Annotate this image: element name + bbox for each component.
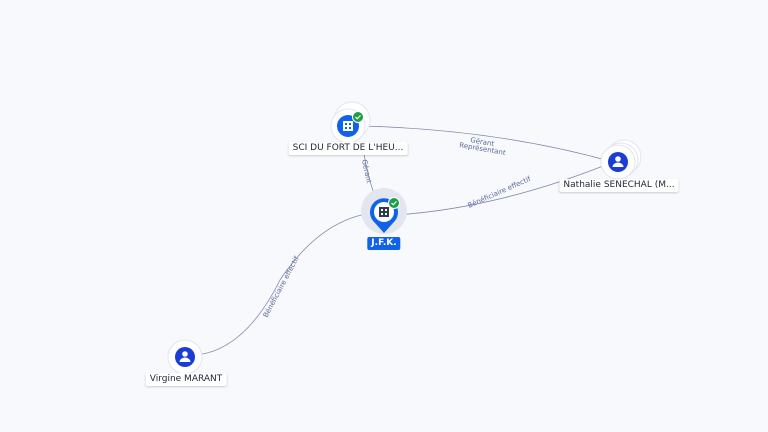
node-virgine[interactable] xyxy=(167,339,203,375)
node-nathalie[interactable] xyxy=(600,139,642,180)
verified-check-icon xyxy=(388,197,400,209)
edge-label-beneficiaire-left: Bénéficiaire effectif xyxy=(262,255,301,319)
edge-label-beneficiaire-right: Bénéficiaire effectif xyxy=(467,175,533,210)
node-sci[interactable] xyxy=(330,101,371,144)
edge-jfk-nathalie xyxy=(395,161,614,216)
node-label-virgine[interactable]: Virgine MARANT xyxy=(145,373,227,386)
node-jfk[interactable] xyxy=(361,188,407,234)
node-label-nathalie[interactable]: Nathalie SENECHAL (M... xyxy=(559,179,679,192)
verified-check-icon xyxy=(352,111,364,123)
edge-virgine-jfk xyxy=(195,212,373,356)
edge-label-gerant-vertical: Gérant xyxy=(360,159,373,184)
edge-sci-nathalie xyxy=(362,125,614,163)
node-label-sci[interactable]: SCI DU FORT DE L'HEU... xyxy=(288,142,408,155)
building-icon xyxy=(379,207,389,217)
node-label-jfk[interactable]: J.F.K. xyxy=(367,237,401,250)
building-icon xyxy=(343,121,353,131)
person-icon xyxy=(612,156,624,167)
person-icon xyxy=(179,351,191,362)
